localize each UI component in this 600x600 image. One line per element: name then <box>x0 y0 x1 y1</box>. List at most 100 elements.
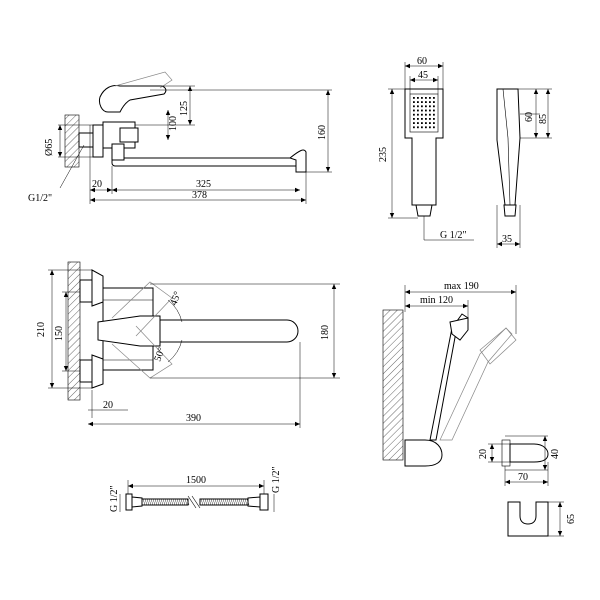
hose-braid-line <box>168 498 172 506</box>
hose-braid-line <box>236 498 240 506</box>
dim-150: 150 <box>54 326 65 341</box>
hose-right-ferrule <box>247 496 261 508</box>
hose-braid-line <box>170 498 174 506</box>
nozzle-dot <box>413 118 415 120</box>
hose-braid-line <box>228 498 232 506</box>
nozzle-dot <box>433 118 435 120</box>
hose-braid-line <box>238 498 242 506</box>
hose-braid-line <box>240 498 244 506</box>
wall-top <box>67 261 81 401</box>
nozzle-dot <box>413 101 415 103</box>
nozzle-dot <box>429 97 431 99</box>
hose-braid-line <box>164 498 168 506</box>
hose-braid-line <box>200 498 204 506</box>
wall-holder <box>382 309 404 461</box>
nozzle-dot <box>429 101 431 103</box>
hose-texture <box>142 498 250 506</box>
nozzle-dot <box>417 113 419 116</box>
dim-60-side: 60 <box>524 112 535 122</box>
hose-braid-line <box>224 498 228 506</box>
hose-braid-line <box>178 498 182 506</box>
body-connector <box>119 127 139 143</box>
shower-inclined <box>439 327 513 441</box>
dim-35: 35 <box>502 234 512 245</box>
nozzle-dot <box>433 105 435 108</box>
hose-braid-line <box>202 498 206 506</box>
nozzle-dot <box>433 109 435 112</box>
dim-325: 325 <box>196 179 211 190</box>
nozzle-dot <box>421 109 423 112</box>
nozzle-dot <box>429 105 431 108</box>
wall-flange <box>92 124 104 158</box>
dim-diameter: Ø65 <box>44 139 55 156</box>
nozzle-dot <box>413 122 415 124</box>
dim-20-top: 20 <box>103 400 113 411</box>
nozzle-dot <box>425 101 427 103</box>
nozzle-dot <box>425 118 427 120</box>
holder-base <box>404 439 443 467</box>
nozzle-dot <box>429 118 431 120</box>
nozzle-dot <box>421 105 423 108</box>
spout-outlet <box>288 149 307 173</box>
spray-face <box>409 93 439 133</box>
hose-braid-line <box>182 498 186 506</box>
lever-handle <box>99 85 167 113</box>
dim-210: 210 <box>36 322 47 337</box>
nozzle-dot <box>421 118 423 120</box>
hose-thread-right: G 1/2" <box>271 466 282 493</box>
angle-45: 45° <box>168 290 183 307</box>
nozzle-dot <box>425 126 427 129</box>
nozzle-dot <box>413 97 415 99</box>
dim-390: 390 <box>186 413 201 424</box>
nozzle-dot <box>413 113 415 116</box>
nozzle-dot <box>413 126 415 129</box>
eccentric-connector <box>78 132 94 148</box>
nozzle-dot <box>425 109 427 112</box>
nozzle-dot <box>413 105 415 108</box>
faucet-top-view: 210 150 20 390 180 45° 50° <box>36 261 340 428</box>
hose-braid-line <box>242 498 246 506</box>
nozzle-dot <box>433 113 435 116</box>
nozzle-dot <box>417 126 419 129</box>
nozzle-dot <box>417 101 419 103</box>
hose-braid-line <box>246 498 250 506</box>
hose-braid-line <box>244 498 248 506</box>
nozzle-dot <box>421 113 423 116</box>
hand-shower-side-view: 60 85 35 <box>496 88 552 248</box>
dim-max: max 190 <box>444 281 479 292</box>
handle-rotate-right <box>111 325 173 379</box>
handle-rotate-left <box>111 281 173 337</box>
dim-85: 85 <box>538 114 549 124</box>
hose-braid-line <box>150 498 154 506</box>
faucet-side-view: Ø65 100 125 160 20 325 378 G1/2" <box>28 71 332 204</box>
dim-min: min 120 <box>420 295 453 306</box>
nozzle-dot <box>425 105 427 108</box>
shower-hose: 1500 G 1/2" G 1/2" <box>109 466 282 512</box>
hose-braid-line <box>154 498 158 506</box>
nozzle-dot <box>433 122 435 124</box>
bracket-arm <box>509 443 549 463</box>
hose-thread-left: G 1/2" <box>109 485 120 512</box>
hose-right-nut <box>259 493 269 511</box>
hose-braid-line <box>144 498 148 506</box>
hose-braid-line <box>156 498 160 506</box>
hand-shower-front-view: 60 45 235 G 1/2" <box>378 56 474 241</box>
hose-braid-line <box>206 498 210 506</box>
dim-160: 160 <box>317 125 328 140</box>
thread-g12: G 1/2" <box>440 230 467 241</box>
hose-braid-line <box>210 498 214 506</box>
hose-braid-line <box>186 498 190 506</box>
hose-braid-line <box>212 498 216 506</box>
nozzle-dot <box>417 118 419 120</box>
dim-bracket-70: 70 <box>518 472 528 483</box>
hose-braid-line <box>142 498 146 506</box>
hose-braid-line <box>160 498 164 506</box>
hose-braid-line <box>234 498 238 506</box>
hose-braid-line <box>166 498 170 506</box>
shower-head-vertical <box>449 317 469 341</box>
hose-braid-line <box>158 498 162 506</box>
spout-top <box>149 319 299 343</box>
dim-60: 60 <box>417 56 427 67</box>
hose-braid-line <box>220 498 224 506</box>
